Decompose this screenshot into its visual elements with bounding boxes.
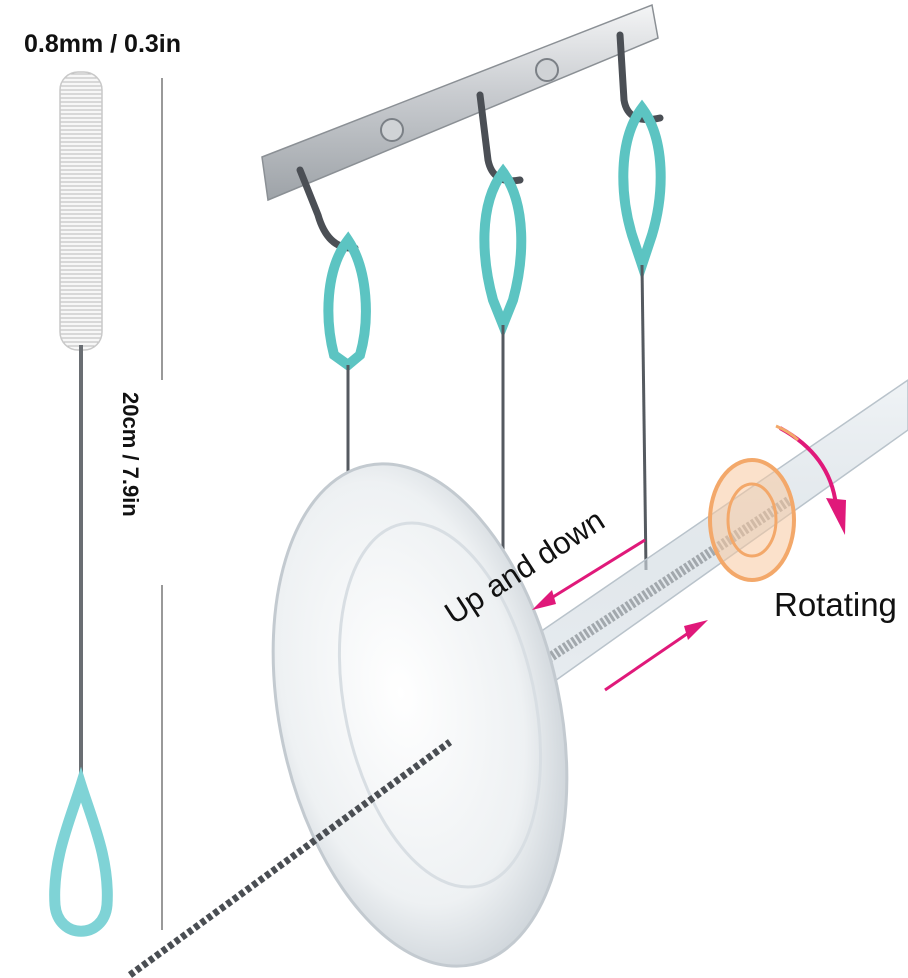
single-brush [49, 71, 113, 937]
rotating-label: Rotating [774, 586, 897, 623]
rack-screw [535, 58, 559, 82]
brush-bristles [59, 71, 103, 351]
brush-loop-handle [49, 766, 113, 937]
silicone-ring [708, 458, 796, 582]
up-down-arrows [532, 538, 708, 692]
diameter-label: 0.8mm / 0.3in [24, 30, 182, 58]
length-label: 20cm / 7.9in [118, 392, 143, 517]
wall-rack [261, 3, 664, 252]
bottle-lid [271, 462, 569, 968]
rack-screw [380, 118, 404, 142]
hanging-brush [618, 99, 666, 571]
brush-wire [127, 739, 453, 978]
rotation-arrow [775, 424, 846, 535]
